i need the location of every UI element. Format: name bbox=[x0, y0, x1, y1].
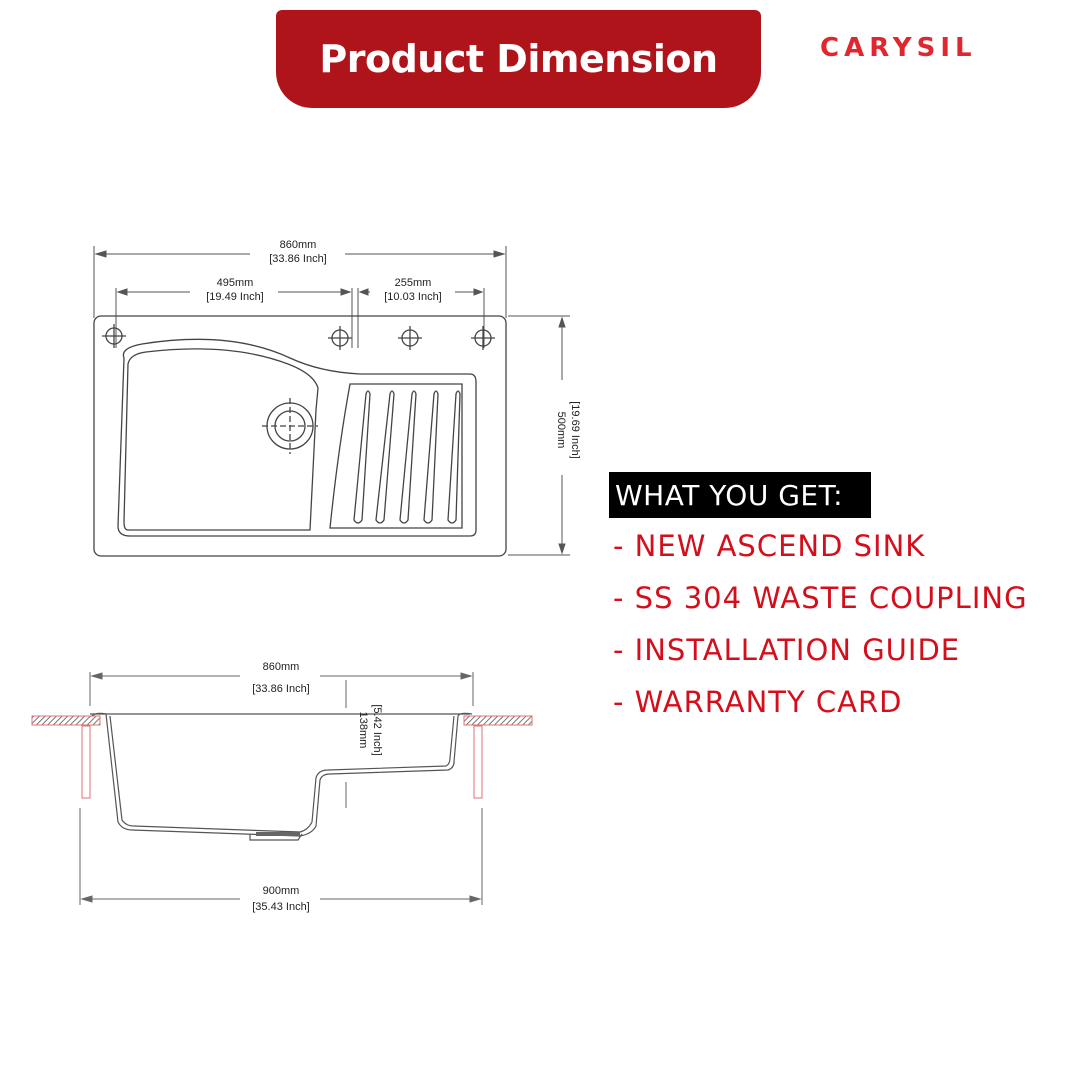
page-title: Product Dimension bbox=[319, 37, 718, 81]
bowl-width-inch: [19.49 Inch] bbox=[206, 291, 264, 303]
drainer-width-mm: 255mm bbox=[395, 277, 432, 289]
overall-width-inch: [33.86 Inch] bbox=[269, 253, 327, 265]
depth-mm: 500mm bbox=[555, 412, 567, 449]
sink-side-view-svg: 860mm [33.86 Inch] 138mm [5.42 Inch] 900… bbox=[31, 661, 533, 913]
bowl-depth-inch: [5.42 Inch] bbox=[371, 704, 383, 755]
list-item: - INSTALLATION GUIDE bbox=[613, 633, 961, 667]
header-banner: Product Dimension bbox=[276, 10, 761, 108]
list-item: - NEW ASCEND SINK bbox=[613, 529, 926, 563]
sink-side-view-drawing: 860mm [33.86 Inch] 138mm [5.42 Inch] 900… bbox=[20, 650, 580, 930]
overall-width-mm: 860mm bbox=[280, 239, 317, 251]
list-item: - WARRANTY CARD bbox=[613, 685, 903, 719]
drainer-width-inch: [10.03 Inch] bbox=[384, 291, 442, 303]
bowl-depth-mm: 138mm bbox=[357, 712, 369, 749]
side-top-width-inch: [33.86 Inch] bbox=[252, 683, 310, 695]
depth-inch: [19.69 Inch] bbox=[569, 401, 581, 459]
side-bottom-width-mm: 900mm bbox=[263, 885, 300, 897]
sink-top-view-drawing: 860mm [33.86 Inch] 495mm [19.49 Inch] 25… bbox=[80, 230, 590, 570]
list-item: - SS 304 WASTE COUPLING bbox=[613, 581, 1028, 615]
what-you-get-heading: WHAT YOU GET: bbox=[609, 472, 872, 518]
bowl-width-mm: 495mm bbox=[217, 277, 254, 289]
side-bottom-width-inch: [35.43 Inch] bbox=[252, 901, 310, 913]
sink-top-view-svg: 860mm [33.86 Inch] 495mm [19.49 Inch] 25… bbox=[93, 239, 581, 557]
side-top-width-mm: 860mm bbox=[263, 661, 300, 673]
brand-logo: CARYSIL bbox=[820, 33, 977, 63]
what-you-get-list: - NEW ASCEND SINK - SS 304 WASTE COUPLIN… bbox=[613, 524, 1028, 732]
